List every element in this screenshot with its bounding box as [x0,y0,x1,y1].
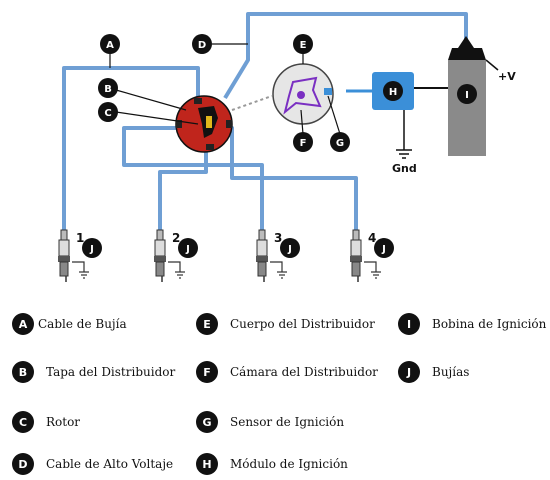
svg-text:C: C [104,108,111,119]
legend-key: J [398,361,420,383]
callout-j: J [178,238,198,258]
spark-plug-number: 3 [274,231,282,245]
distributor-chamber [283,76,322,115]
ignition-system-diagram: Gnd +V A B C [58,12,516,282]
legend-item-i: I Bobina de Ignición [398,312,546,336]
callout-i: I [457,84,477,104]
spark-plug-wire-1 [62,66,200,232]
callout-e: E [293,34,313,54]
legend-key: C [12,411,34,433]
callout-j: J [82,238,102,258]
svg-text:B: B [104,84,112,95]
rotor [198,106,218,138]
legend-key: H [196,453,218,475]
svg-text:J: J [185,244,190,255]
legend-item-g: G Sensor de Ignición [196,410,344,434]
spark-plug-3 [256,229,287,282]
legend-text: Cámara del Distribuidor [230,365,378,379]
callout-c: C [98,102,118,122]
spark-plug-number: 4 [368,231,376,245]
spark-plug-4 [350,229,381,282]
legend-text: Sensor de Ignición [230,415,345,429]
svg-text:J: J [287,244,292,255]
spark-plug-wire-3 [122,126,264,232]
legend-text: Bobina de Ignición [432,317,547,331]
legend-text: Tapa del Distribuidor [46,365,176,379]
svg-text:H: H [389,87,397,98]
legend-item-d: D Cable de Alto Voltaje [12,452,173,476]
spark-plug-wires [62,12,468,232]
legend-item-h: H Módulo de Ignición [196,452,348,476]
svg-text:A: A [106,40,114,51]
ignition-coil [448,36,499,156]
callout-g: G [330,132,350,152]
callout-h: H [383,81,403,101]
legend-key: D [12,453,34,475]
svg-text:G: G [336,138,344,149]
legend-text: Rotor [46,415,81,429]
callout-d: D [192,34,212,54]
callout-b: B [98,78,118,98]
callout-j: J [374,238,394,258]
legend-item-j: J Bujías [398,360,469,384]
legend-text: Cuerpo del Distribuidor [230,317,375,331]
svg-text:D: D [198,40,206,51]
svg-text:F: F [300,138,307,149]
ground-symbol [396,110,412,159]
legend-item-c: C Rotor [12,410,80,434]
spark-plug-number: 2 [172,231,180,245]
legend-item-e: E Cuerpo del Distribuidor [196,312,375,336]
legend-key: A [12,313,34,335]
high-voltage-wire [223,12,468,100]
legend-item-b: B Tapa del Distribuidor [12,360,175,384]
voltage-label: +V [498,70,516,83]
legend-key: G [196,411,218,433]
legend-text: Módulo de Ignición [230,457,348,471]
svg-text:J: J [89,244,94,255]
spark-plug-wire-2 [158,140,208,232]
svg-text:E: E [300,40,307,51]
callout-a: A [100,34,120,54]
callout-j: J [280,238,300,258]
legend-item-a: A Cable de Bujía [12,312,127,336]
legend-key: E [196,313,218,335]
legend-item-f: F Cámara del Distribuidor [196,360,378,384]
ignition-sensor [324,88,332,95]
svg-text:J: J [381,244,386,255]
spark-plug-number: 1 [76,231,84,245]
ground-label: Gnd [392,162,417,175]
legend-text: Cable de Alto Voltaje [46,457,174,471]
legend-text: Cable de Bujía [38,317,127,331]
svg-text:I: I [465,90,469,101]
callout-lines [109,43,341,135]
legend-text: Bujías [432,365,470,379]
legend-key: B [12,361,34,383]
spark-plug-2 [154,229,185,282]
callout-f: F [293,132,313,152]
legend-key: I [398,313,420,335]
shaft-link [231,95,273,111]
legend-key: F [196,361,218,383]
spark-plug-1 [58,229,89,282]
